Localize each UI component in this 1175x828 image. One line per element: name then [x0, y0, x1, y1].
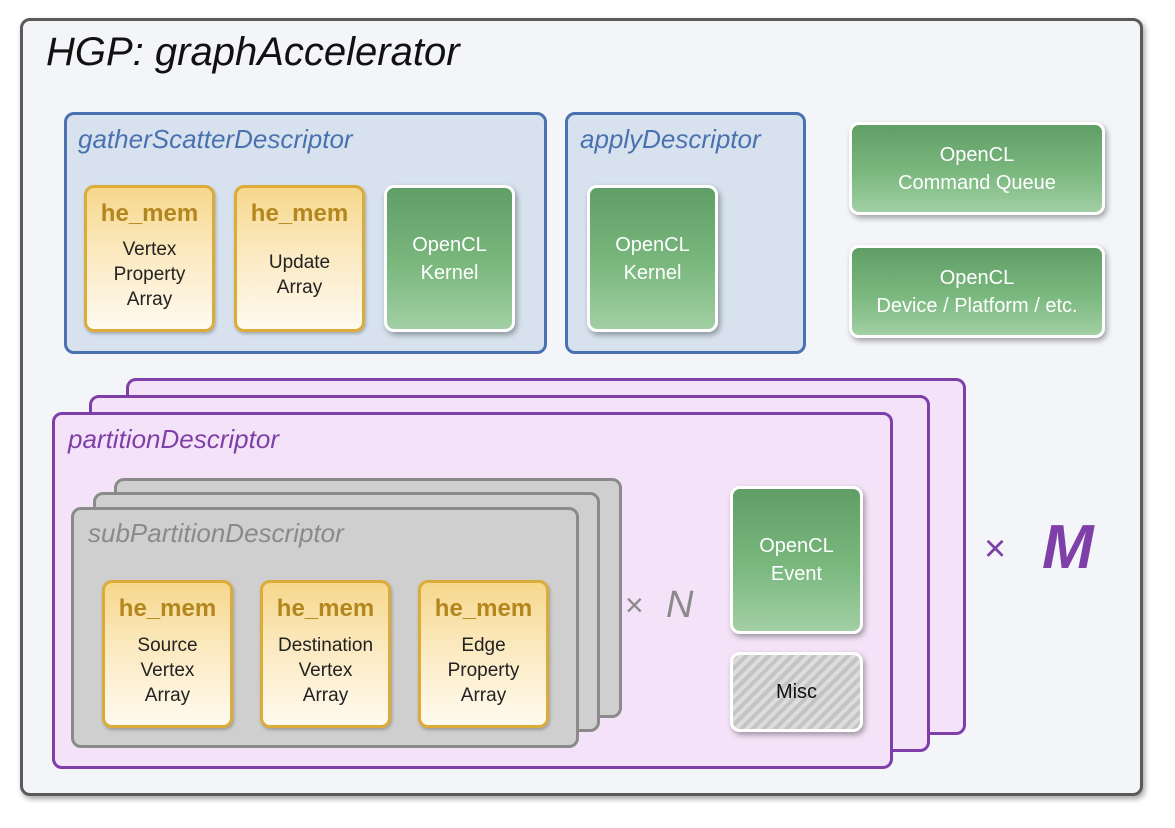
partition-multiplier: M [1042, 513, 1094, 582]
sub-partition-multiplier: N [666, 584, 694, 626]
he-mem-label: he_mem [250, 200, 349, 227]
sub-partition-multiplier-symbol: × [625, 587, 644, 623]
apply-descriptor-title: applyDescriptor [580, 124, 761, 154]
partition-multiplier-symbol: × [984, 528, 1007, 570]
he-mem-label: he_mem [276, 595, 375, 622]
he-mem-label: he_mem [434, 595, 533, 622]
misc-box: Misc [730, 652, 863, 732]
he-mem-label: he_mem [118, 595, 217, 622]
sub-partition-descriptor-title: subPartitionDescriptor [88, 518, 344, 548]
graph-accelerator-title: HGP: graphAccelerator [46, 30, 460, 74]
partition-descriptor-title: partitionDescriptor [68, 424, 279, 454]
he-mem-label: he_mem [100, 200, 199, 227]
gather-scatter-descriptor-title: gatherScatterDescriptor [78, 124, 353, 154]
